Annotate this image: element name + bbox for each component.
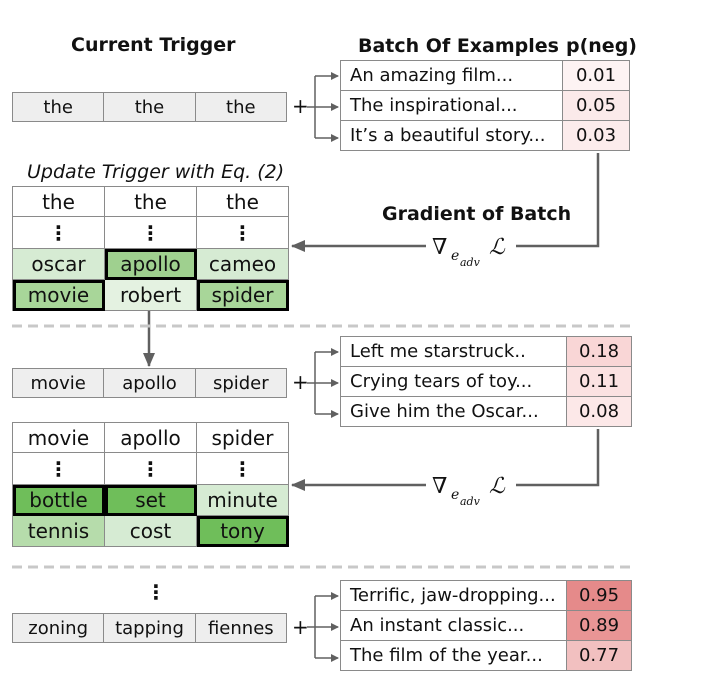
gradient-feedback-line: [516, 153, 600, 248]
example-row: It’s a beautiful story... 0.03: [340, 120, 630, 151]
candidate-cell: minute: [196, 484, 289, 516]
example-row: Crying tears of toy... 0.11: [340, 366, 632, 397]
p-neg-value: 0.08: [566, 396, 632, 427]
stage3-examples-table: Terrific, jaw-dropping... 0.95 An instan…: [340, 580, 632, 671]
grid-cell: spider: [196, 422, 289, 453]
grid-cell: apollo: [104, 422, 197, 453]
trigger-token: fiennes: [207, 617, 274, 639]
ellipsis-vertical: ⋮: [146, 580, 166, 604]
example-row: Terrific, jaw-dropping... 0.95: [340, 580, 632, 611]
trigger-token: the: [104, 93, 196, 121]
ellipsis-cell: ⋮: [196, 216, 289, 249]
subscript-e: e: [451, 487, 459, 503]
example-row: Left me starstruck.. 0.18: [340, 336, 632, 367]
p-neg-heading: p(neg): [566, 35, 637, 57]
example-row: The inspirational... 0.05: [340, 90, 630, 121]
loss-symbol: ℒ: [489, 474, 506, 499]
candidate-cell: robert: [104, 279, 197, 311]
grid-cell: the: [104, 186, 197, 217]
ellipsis-cell: ⋮: [104, 216, 197, 249]
p-neg-value: 0.03: [562, 120, 630, 151]
trigger-token: spider: [212, 372, 269, 394]
candidate-cell: cost: [104, 515, 197, 547]
nabla-icon: ∇: [432, 235, 447, 260]
subscript-adv: adv: [460, 256, 481, 269]
plus-sign: +: [292, 370, 309, 394]
example-row: Give him the Oscar... 0.08: [340, 396, 632, 427]
current-trigger-heading: Current Trigger: [71, 34, 236, 56]
gradient-symbol: ∇ e adv ℒ: [432, 235, 506, 269]
candidate-cell: spider: [196, 279, 289, 311]
p-neg-value: 0.77: [566, 640, 632, 671]
candidate-cell: tennis: [12, 515, 105, 547]
stage3-trigger-box: zoning tapping fiennes: [12, 613, 287, 643]
grid-cell: the: [12, 186, 105, 217]
p-neg-value: 0.89: [566, 610, 632, 641]
trigger-token: apollo: [104, 369, 196, 397]
p-neg-value: 0.11: [566, 366, 632, 397]
trigger-token: movie: [13, 369, 105, 397]
stage1-candidate-grid: the the the ⋮ ⋮ ⋮ oscar apollo cameo mov…: [12, 186, 289, 311]
p-neg-value: 0.18: [566, 336, 632, 367]
example-text: Terrific, jaw-dropping...: [340, 580, 567, 611]
trigger-token: zoning: [13, 614, 105, 642]
plus-sign: +: [292, 94, 309, 118]
example-text: Crying tears of toy...: [340, 366, 567, 397]
grid-row-candidates: tennis cost tony: [12, 515, 289, 547]
example-text: Left me starstruck..: [340, 336, 567, 367]
batch-of-examples-heading: Batch Of Examples: [358, 35, 559, 57]
example-text: Give him the Oscar...: [340, 396, 567, 427]
grid-row-ellipsis: ⋮ ⋮ ⋮: [12, 452, 289, 485]
stage2-examples-table: Left me starstruck.. 0.18 Crying tears o…: [340, 336, 632, 427]
subscript-adv: adv: [460, 495, 481, 508]
plus-sign: +: [292, 615, 309, 639]
stage2-trigger-box: movie apollo spider: [12, 368, 287, 398]
candidate-cell: oscar: [12, 248, 105, 280]
stage1-trigger-box: the the the: [12, 92, 287, 122]
trigger-token: the: [13, 93, 105, 121]
trigger-token: tapping: [104, 614, 196, 642]
ellipsis-cell: ⋮: [104, 452, 197, 485]
gradient-feedback-line: [516, 429, 600, 487]
candidate-cell: cameo: [196, 248, 289, 280]
candidate-cell: movie: [12, 279, 105, 311]
grid-row-candidates: bottle set minute: [12, 484, 289, 516]
p-neg-value: 0.95: [566, 580, 632, 611]
stage2-candidate-grid: movie apollo spider ⋮ ⋮ ⋮ bottle set min…: [12, 422, 289, 547]
candidate-cell: bottle: [12, 484, 105, 516]
nabla-icon: ∇: [432, 474, 447, 499]
update-trigger-heading: Update Trigger with Eq. (2): [27, 161, 285, 183]
subscript-e: e: [451, 248, 459, 264]
gradient-symbol: ∇ e adv ℒ: [432, 474, 506, 508]
ellipsis-cell: ⋮: [12, 452, 105, 485]
grid-row-current: the the the: [12, 186, 289, 217]
p-neg-value: 0.01: [562, 60, 630, 91]
trigger-token: the: [226, 96, 256, 118]
example-text: The inspirational...: [340, 90, 563, 121]
loss-symbol: ℒ: [489, 235, 506, 260]
stage1-examples-table: An amazing film... 0.01 The inspirationa…: [340, 60, 630, 151]
grid-row-candidates: movie robert spider: [12, 279, 289, 311]
grid-cell: the: [196, 186, 289, 217]
example-row: An amazing film... 0.01: [340, 60, 630, 91]
grid-row-ellipsis: ⋮ ⋮ ⋮: [12, 216, 289, 249]
example-text: An amazing film...: [340, 60, 563, 91]
candidate-cell: tony: [196, 515, 289, 547]
ellipsis-cell: ⋮: [196, 452, 289, 485]
gradient-of-batch-heading: Gradient of Batch: [382, 203, 572, 225]
example-row: The film of the year... 0.77: [340, 640, 632, 671]
